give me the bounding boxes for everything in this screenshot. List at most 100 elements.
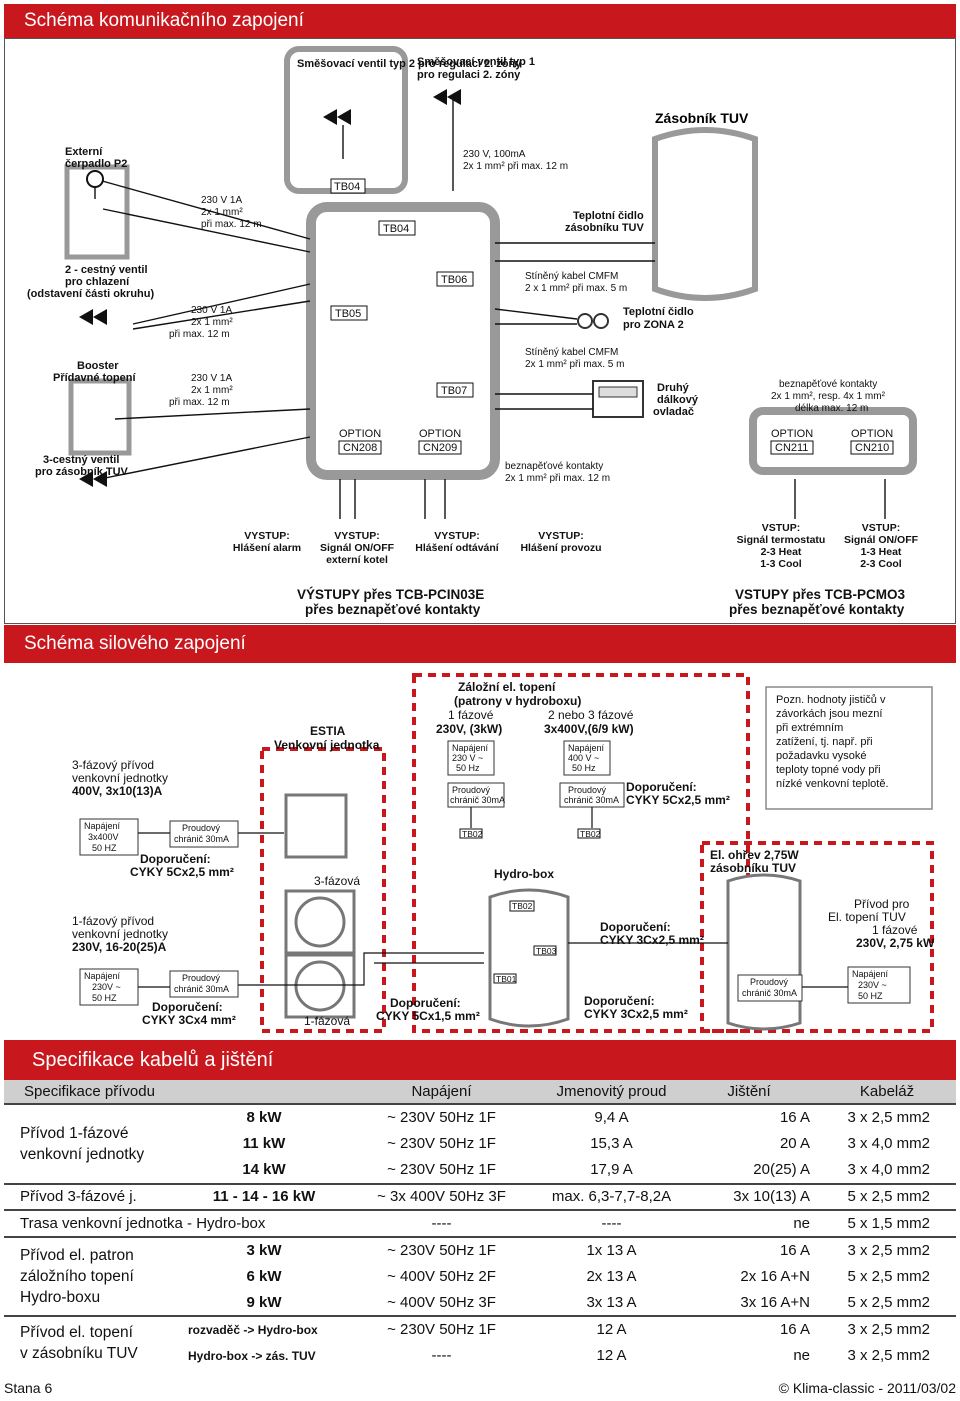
backup-3ph-supply-box [563,740,611,776]
cell-cabling: 3 x 4,0 mm2 [847,1161,930,1179]
spec-c-3: při max. 12 m [169,397,230,408]
outdoor-3ph-supply-box [79,818,139,856]
three-phase-label: 3-fázová [314,874,360,888]
sup3-1: Napájení [84,821,121,831]
out1-3: 230V, 16-20(25)A [72,940,167,954]
group-tuv-heating: Přívod el. topení v zásobníku TUV [4,1315,184,1369]
cn208-label: CN208 [343,442,377,454]
note-2: závorkách jsou mezní [776,708,882,720]
mixing-valve-2-icon [323,109,351,125]
valve3-label-1: 3-cestný ventil [43,454,119,466]
backup-3ph-rcd-box [559,782,625,808]
rcd-a-1: Proudový [452,785,491,795]
tuv-supply-3: 1 fázové [872,923,918,937]
cell-model: 8 kW [246,1109,282,1127]
group-backup-heating: Přívod el. patron záložního topení Hydro… [4,1235,184,1316]
sup3-2: 3x400V [88,832,119,842]
cell-power: ~ 230V 50Hz 1F [387,1109,496,1127]
outdoor-1ph-supply-box [79,968,139,1006]
cell-model: 11 - 14 - 16 kW [184,1182,344,1210]
cell-protection: 20 A [779,1135,810,1153]
cell-current: 3x 13 A [586,1293,637,1311]
in1-2: Signál termostatu [737,534,826,546]
cell-model: 3 kW [184,1235,344,1263]
inputs-title-1: VSTUPY přes TCB-PCMO3 [735,587,906,602]
sup-a-3: 50 Hz [456,763,480,773]
option-input-panel [749,407,917,475]
sup-b-1: Napájení [568,743,605,753]
pump-icon [86,170,104,188]
valve3-label-2: pro zásobník TUV [35,466,129,478]
out1-1: 1-fázový přívod [72,914,154,928]
table-row: Přívod el. patron záložního topení Hydro… [4,1235,956,1316]
dry-1: beznapěťové kontakty [779,379,877,390]
cell-model: 11 kW [242,1135,286,1153]
out3-3: 400V, 3x10(13)A [72,784,163,798]
pump-label-2: čerpadlo P2 [65,158,127,170]
sup1-2: 230V ~ [92,982,121,992]
power-wiring [138,807,848,988]
spec-b-2: 2x 1 mm² [191,317,233,328]
in2-2: Signál ON/OFF [844,534,919,546]
tb02-label-b: TB02 [580,829,601,839]
mix1-label-1: Směšovací ventil typ 1 [417,56,535,68]
table-row: 6 kW ~ 400V 50Hz 2F 2x 13 A 2x 16 A+N 5 … [4,1263,956,1290]
booster-label-2: Přídavné topení [53,372,136,384]
cell-power: ~ 230V 50Hz 1F [344,1235,539,1263]
section-title: Schéma komunikačního zapojení [24,10,304,31]
outputs-title-2: přes beznapěťové kontakty [305,602,481,617]
cell-protection: ne [793,1347,810,1365]
rcd-b-1: Proudový [568,785,607,795]
cell-power: ---- [344,1209,539,1237]
in1-1: VSTUP: [762,522,801,534]
table-row: Hydro-box -> zás. TUV ---- 12 A ne 3 x 2… [4,1343,956,1370]
tuv-supply-1: Přívod pro [854,897,910,911]
section-title: Specifikace kabelů a jištění [32,1048,274,1071]
cell-protection: 16 A [684,1315,814,1343]
three-way-valve-icon [79,471,107,487]
rec-cyky5x1-1: Doporučení: [390,996,461,1010]
spec-b-3: při max. 12 m [169,329,230,340]
cell-cabling: 5 x 2,5 mm2 [814,1182,956,1210]
tuv-sup-3: 50 HZ [858,991,883,1001]
rcd-d-1: Proudový [182,973,221,983]
cell-current: 2x 13 A [586,1267,637,1285]
tb06-label: TB06 [441,274,467,286]
spec-a-3: při max. 12 m [201,219,262,230]
rcd-e-1: Proudový [750,977,789,987]
hydrobox-shape [488,888,570,1028]
header-power: Napájení [344,1080,539,1105]
header-supply-spec: Specifikace přívodu [4,1080,344,1105]
hydrobox-area [412,673,750,1033]
rec-cyky3x25-b-2: CYKY 3Cx2,5 mm² [584,1007,688,1021]
cell-route: Hydro-box -> zás. TUV [188,1348,316,1363]
mixing-valve-1-icon [433,89,461,105]
out4-1: VYSTUP: [538,530,584,542]
tank-2: zásobníku TUV [710,861,796,875]
sensor-z2-label-2: pro ZONA 2 [623,319,684,331]
spec-c-2: 2x 1 mm² [191,385,233,396]
estia-1: ESTIA [310,724,346,738]
dry-bottom-1: beznapěťové kontakty [505,461,603,472]
cell-protection: 2x 16 A+N [740,1267,810,1285]
tb02-label-c: TB02 [512,901,533,911]
table-row: Přívod el. topení v zásobníku TUV rozvad… [4,1315,956,1369]
cell-model: 6 kW [246,1267,282,1285]
remote-label-3: ovladač [653,406,694,418]
booster-box [68,378,132,456]
tb05-label: TB05 [335,308,361,320]
tank-1: El. ohřev 2,75W [710,848,799,862]
dry-bottom-2: 2x 1 mm² při max. 12 m [505,473,610,484]
note-1: Pozn. hodnoty jističů v [776,694,886,706]
section-header-power: Schéma silového zapojení [4,625,956,663]
out1-2: venkovní jednotky [72,927,168,941]
rcd-e-2: chránič 30mA [742,988,797,998]
note-4: zatížení, tj. např. při [776,736,873,748]
rec-cyky3x25-2: CYKY 3Cx2,5 mm² [600,933,704,947]
tb04-mixer-label: TB04 [334,181,360,193]
estia-2: Venkovní jednotka [274,738,380,752]
cell-cabling: 3 x 2,5 mm2 [847,1347,930,1365]
communication-diagram-svg: Směšovací ventil typ 2 pro regulaci 2. z… [27,46,919,617]
rcd-c-1: Proudový [182,823,221,833]
cell-group: Trasa venkovní jednotka - Hydro-box [4,1209,344,1237]
